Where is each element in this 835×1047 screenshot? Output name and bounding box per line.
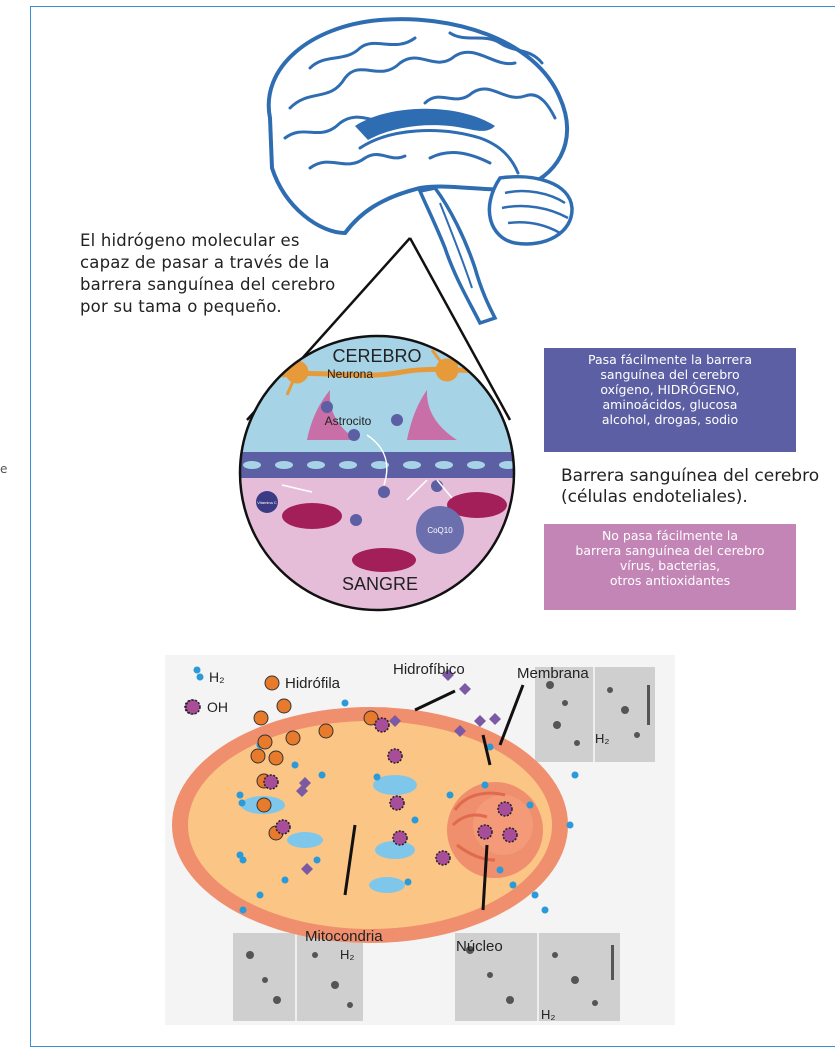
circle-label-sangre: SANGRE <box>342 574 418 594</box>
not-passes-line: otros antioxidantes <box>609 573 731 588</box>
legend-h2: H₂ <box>209 669 225 685</box>
circle-label-cerebro: CEREBRO <box>332 346 421 366</box>
zoom-line-right <box>408 237 512 421</box>
micrograph-nucleo <box>455 933 620 1021</box>
cerebellum <box>487 175 574 246</box>
circle-label-coq10: CoQ10 <box>427 526 453 535</box>
circle-label-astrocito: Astrocito <box>325 414 372 428</box>
label-mitocondria: Mitocondria <box>305 928 383 945</box>
astrocytes <box>307 390 457 440</box>
label-h2-mito: H₂ <box>340 947 354 962</box>
not-passes-barrier-box: No pasa fácilmente la barrera sanguínea … <box>544 524 796 610</box>
legend-h2-dot <box>196 673 204 681</box>
not-passes-line: vírus, bacterias, <box>619 558 721 573</box>
legend-oh: OH <box>207 699 228 715</box>
passes-line: oxígeno, HIDRÓGENO, <box>600 382 740 397</box>
passes-line: aminoácidos, glucosa <box>602 397 738 412</box>
cell-diagram: H₂ OH Hidrófila Hidrofíbico Membrana H₂ … <box>165 655 675 1025</box>
barrier-label-line1: Barrera sanguínea del cerebro <box>561 466 820 486</box>
vitamin-c-molecule <box>256 491 278 513</box>
label-membrana: Membrana <box>517 665 589 682</box>
hydrophilic-molecules <box>250 675 379 841</box>
barrier-label: Barrera sanguínea del cerebro (células e… <box>561 466 835 508</box>
callout-arrows <box>343 684 525 911</box>
corpus-callosum <box>355 108 495 140</box>
circle-label-vitamin: Vitamina C <box>257 500 277 505</box>
micrograph-membrane <box>535 667 655 762</box>
micrograph-mitocondria <box>233 933 363 1021</box>
label-h2-membrane: H₂ <box>595 731 609 746</box>
intro-text: El hidrógeno molecular es capaz de pasar… <box>80 231 336 316</box>
brain-illustration <box>266 17 574 326</box>
label-nucleo: Núcleo <box>456 938 503 955</box>
red-blood-cells <box>282 492 507 572</box>
label-hidrofobico: Hidrofíbico <box>393 661 465 678</box>
mitochondria <box>241 775 417 893</box>
barrier-label-line2: (células endoteliales). <box>561 487 748 507</box>
barrier-zoom-diagram: CEREBRO Neurona Astrocito CoQ10 Vitamina… <box>238 237 516 612</box>
h2-dots <box>193 666 579 914</box>
passes-barrier-box: Pasa fácilmente la barrera sanguínea del… <box>544 348 796 452</box>
brainstem <box>417 186 498 326</box>
not-passes-line: barrera sanguínea del cerebro <box>575 543 765 558</box>
label-hidrofila: Hidrófila <box>285 675 341 692</box>
passes-line: alcohol, drogas, sodio <box>601 412 739 427</box>
circle-label-neurona: Neurona <box>327 367 373 381</box>
side-text-fragment: e <box>0 462 8 476</box>
cell-cytoplasm <box>188 721 552 929</box>
legend-oh-dot <box>185 699 201 715</box>
label-h2-nucleo: H₂ <box>541 1007 555 1022</box>
not-passes-line: No pasa fácilmente la <box>601 528 739 543</box>
zoom-circle-outline <box>238 334 516 612</box>
cerebrum-outline <box>266 17 570 236</box>
hydrophobic-molecules <box>296 669 501 875</box>
passes-line: Pasa fácilmente la barrera <box>588 352 752 367</box>
passes-line: sanguínea del cerebro <box>600 367 740 382</box>
coq10-molecule <box>416 506 464 554</box>
